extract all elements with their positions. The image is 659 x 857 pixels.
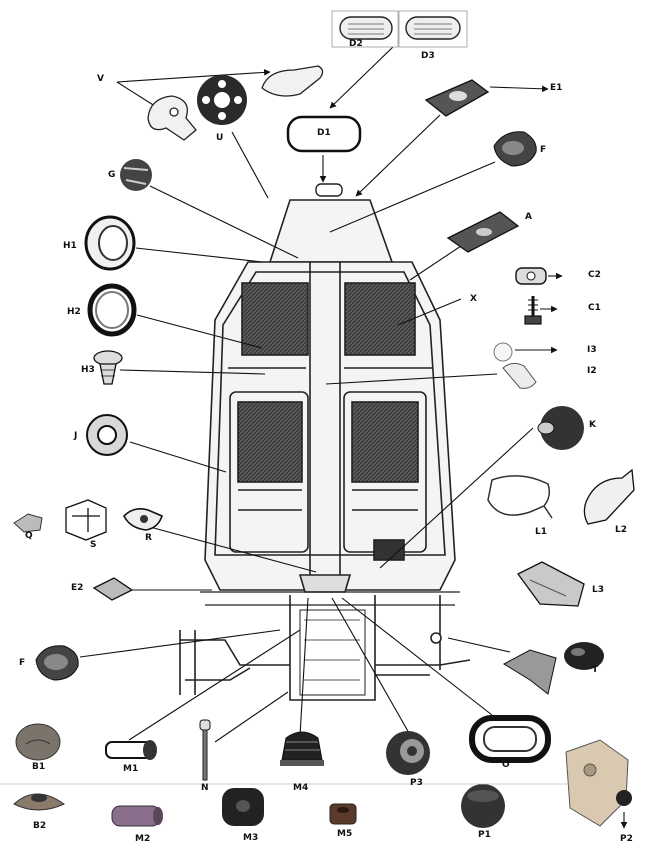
label-d2: D2 [349, 39, 363, 49]
label-c2: C2 [588, 270, 601, 280]
label-c1: C1 [588, 303, 601, 313]
leader-lines [79, 44, 628, 829]
label-h2: H2 [67, 307, 81, 317]
left-door-window [237, 401, 303, 483]
label-u: U [216, 133, 224, 143]
part-b1 [15, 723, 61, 761]
part-e1 [424, 79, 490, 117]
part-m1 [105, 740, 157, 760]
part-j [86, 414, 128, 456]
label-m3: M3 [243, 833, 259, 843]
right-upper-window [344, 282, 416, 356]
label-q: Q [25, 531, 33, 541]
label-a: A [525, 212, 532, 222]
part-t [502, 642, 604, 695]
part-h3 [93, 350, 123, 385]
part-d1 [286, 115, 362, 197]
part-s [65, 499, 107, 541]
label-j: J [74, 431, 78, 441]
label-p3: P3 [410, 778, 423, 788]
part-m5 [329, 803, 357, 825]
label-f-bottom: F [19, 658, 26, 668]
label-t: T [592, 665, 599, 675]
label-i3: I3 [587, 345, 597, 355]
label-x: X [470, 294, 477, 304]
label-k: K [589, 420, 596, 430]
part-h1 [84, 215, 136, 271]
part-m2 [111, 805, 163, 827]
label-n: N [201, 783, 209, 793]
part-c2 [515, 267, 547, 285]
label-l3: L3 [592, 585, 604, 595]
label-b2: B2 [33, 821, 47, 831]
part-p1 [461, 784, 505, 828]
left-upper-window [241, 282, 309, 356]
part-h2 [87, 283, 137, 337]
part-o [469, 715, 551, 763]
part-b2 [13, 793, 65, 811]
part-v [147, 65, 324, 141]
label-p2: P2 [620, 834, 633, 844]
part-i3 [493, 342, 513, 362]
part-d2 [331, 10, 399, 48]
part-a [446, 211, 520, 253]
label-g: G [108, 170, 116, 180]
vehicle-body [179, 199, 471, 701]
part-q [13, 513, 43, 533]
label-d1: D1 [317, 128, 331, 138]
part-g [120, 159, 152, 191]
label-s: S [90, 540, 97, 550]
part-k [537, 406, 584, 450]
part-e2 [92, 577, 134, 601]
label-f-top: F [540, 145, 547, 155]
label-e2: E2 [71, 583, 84, 593]
label-l1: L1 [535, 527, 547, 537]
label-e1: E1 [550, 83, 563, 93]
right-door-window [351, 401, 419, 483]
label-l2: L2 [615, 525, 627, 535]
label-v: V [97, 74, 104, 84]
part-l2 [583, 468, 635, 525]
label-m5: M5 [337, 829, 353, 839]
label-m2: M2 [135, 834, 151, 844]
label-i2: I2 [587, 366, 597, 376]
label-m4: M4 [293, 783, 309, 793]
label-h1: H1 [63, 241, 77, 251]
part-f-bottom [35, 645, 79, 681]
part-m3 [222, 788, 264, 826]
label-o: O [502, 760, 510, 770]
part-d3 [398, 10, 468, 48]
label-r: R [145, 533, 152, 543]
part-c1 [524, 296, 542, 325]
label-b1: B1 [32, 762, 46, 772]
part-m4 [280, 731, 324, 766]
part-r [123, 508, 163, 531]
left-door [229, 391, 309, 553]
label-m1: M1 [123, 764, 139, 774]
part-l3 [517, 561, 585, 607]
part-u [197, 75, 247, 125]
label-p1: P1 [478, 830, 491, 840]
label-d3: D3 [421, 51, 435, 61]
label-h3: H3 [81, 365, 95, 375]
part-p3 [386, 731, 430, 775]
part-i2 [502, 362, 537, 389]
part-p2 [565, 739, 632, 827]
part-l1 [487, 475, 553, 519]
part-f-top [493, 131, 537, 167]
part-n [199, 719, 211, 781]
